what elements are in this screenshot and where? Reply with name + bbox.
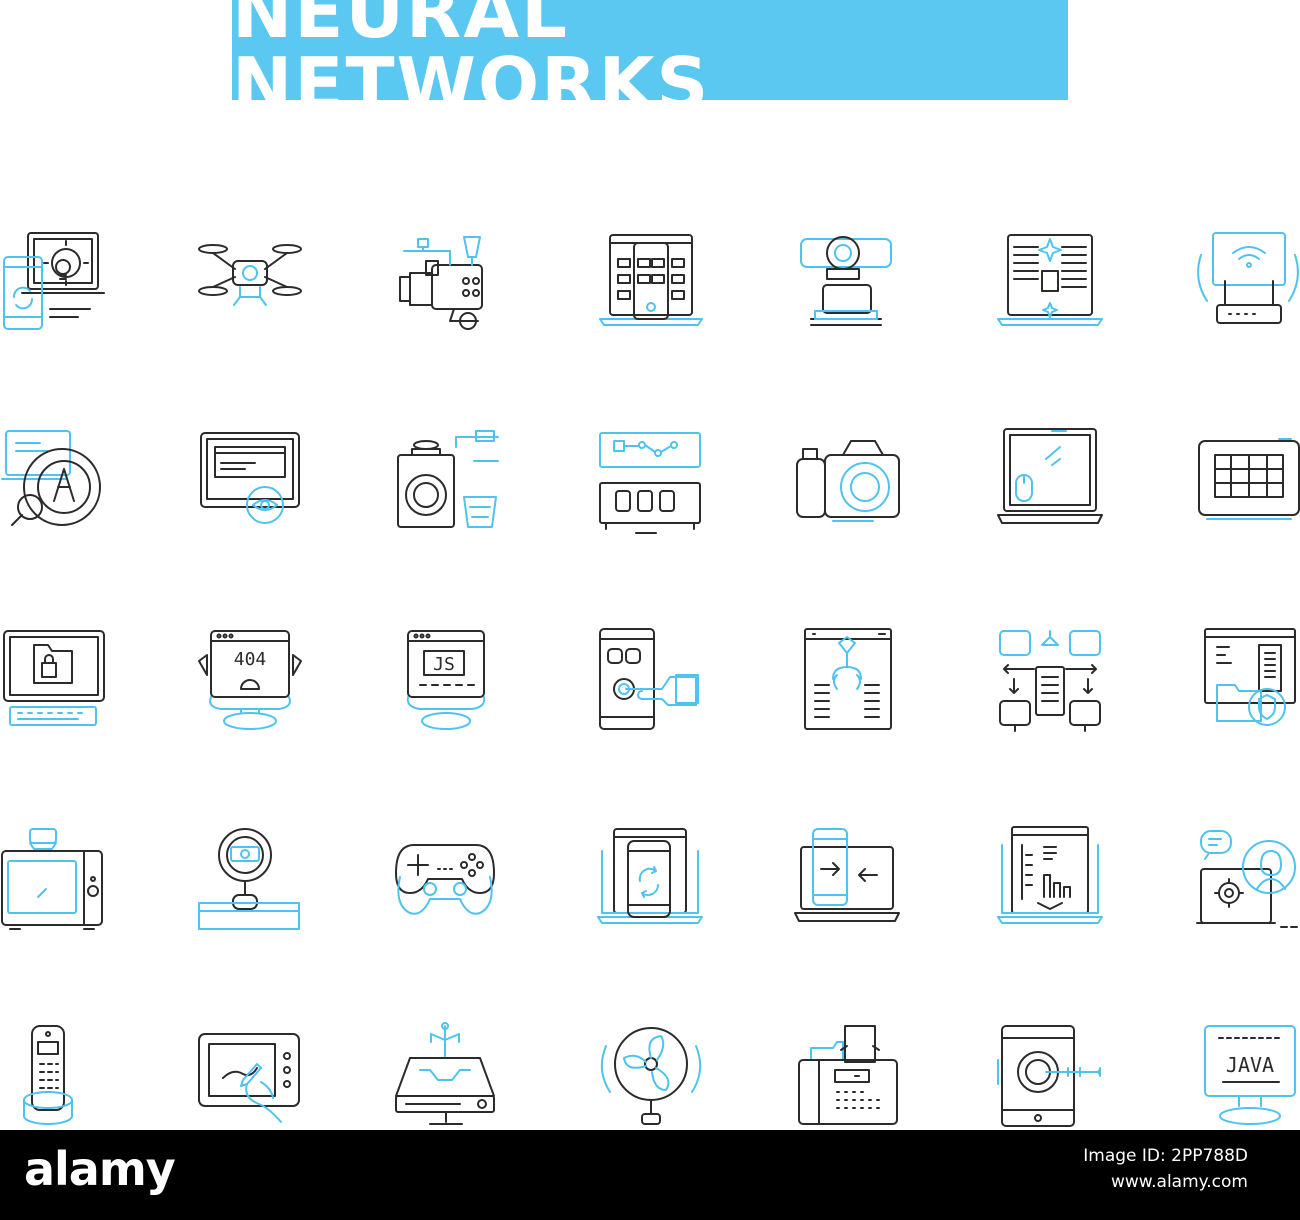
error-404-label: 404 (234, 649, 267, 670)
phone-key-icon (996, 1020, 1106, 1130)
fax-machine-icon (793, 1020, 903, 1130)
laptop-chart-icon (996, 825, 1106, 935)
network-hub-icon (390, 1020, 500, 1130)
laptop-support-agent-icon (1195, 825, 1300, 935)
webcam-stand-icon (195, 825, 305, 935)
microwave-icon (0, 825, 110, 935)
title-banner: NEURAL NETWORKS (232, 0, 1068, 120)
robot-claw-browser-icon (793, 625, 903, 735)
laptop-bug-search-icon (0, 425, 110, 535)
phone-touch-icon (596, 625, 706, 735)
cordless-phone-icon (0, 1020, 110, 1130)
browser-folder-shield-icon (1195, 625, 1300, 735)
laptop-app-grid-icon (596, 225, 706, 335)
tablet-grid-icon (1195, 425, 1300, 535)
desk-fan-icon (596, 1020, 706, 1130)
java-label: JAVA (1226, 1053, 1274, 1077)
page-title: NEURAL NETWORKS (232, 0, 711, 126)
laptop-phone-sync-icon (596, 825, 706, 935)
monitor-lock-folder-icon (0, 625, 110, 735)
gamepad-icon (390, 825, 500, 935)
circuit-memory-icon (596, 425, 706, 535)
footer-bar: alamy Image ID: 2PP788D www.alamy.com (0, 1130, 1300, 1220)
network-flow-icon (996, 625, 1106, 735)
monitor-js-icon: JS (390, 625, 500, 735)
drawing-tablet-icon (195, 1020, 305, 1130)
photo-camera-icon (793, 425, 903, 535)
webcam-icon (793, 225, 903, 335)
laptop-phone-idea-icon (0, 225, 110, 335)
monitor-eye-icon (195, 425, 305, 535)
monitor-404-icon: 404 (195, 625, 305, 735)
js-label: JS (433, 654, 455, 675)
video-camera-icon (390, 225, 500, 335)
image-id-label: Image ID: 2PP788D (1083, 1146, 1248, 1166)
laptop-phone-transfer-icon (793, 825, 903, 935)
monitor-java-icon: JAVA (1195, 1020, 1300, 1130)
drone-icon (195, 225, 305, 335)
brand-logo: alamy (24, 1142, 176, 1196)
icon-grid: 404 JS (0, 225, 1300, 1130)
wifi-router-icon (1195, 225, 1300, 335)
speaker-icon (390, 425, 500, 535)
laptop-mouse-icon (996, 425, 1106, 535)
laptop-document-icon (996, 225, 1106, 335)
site-url: www.alamy.com (1110, 1172, 1248, 1192)
